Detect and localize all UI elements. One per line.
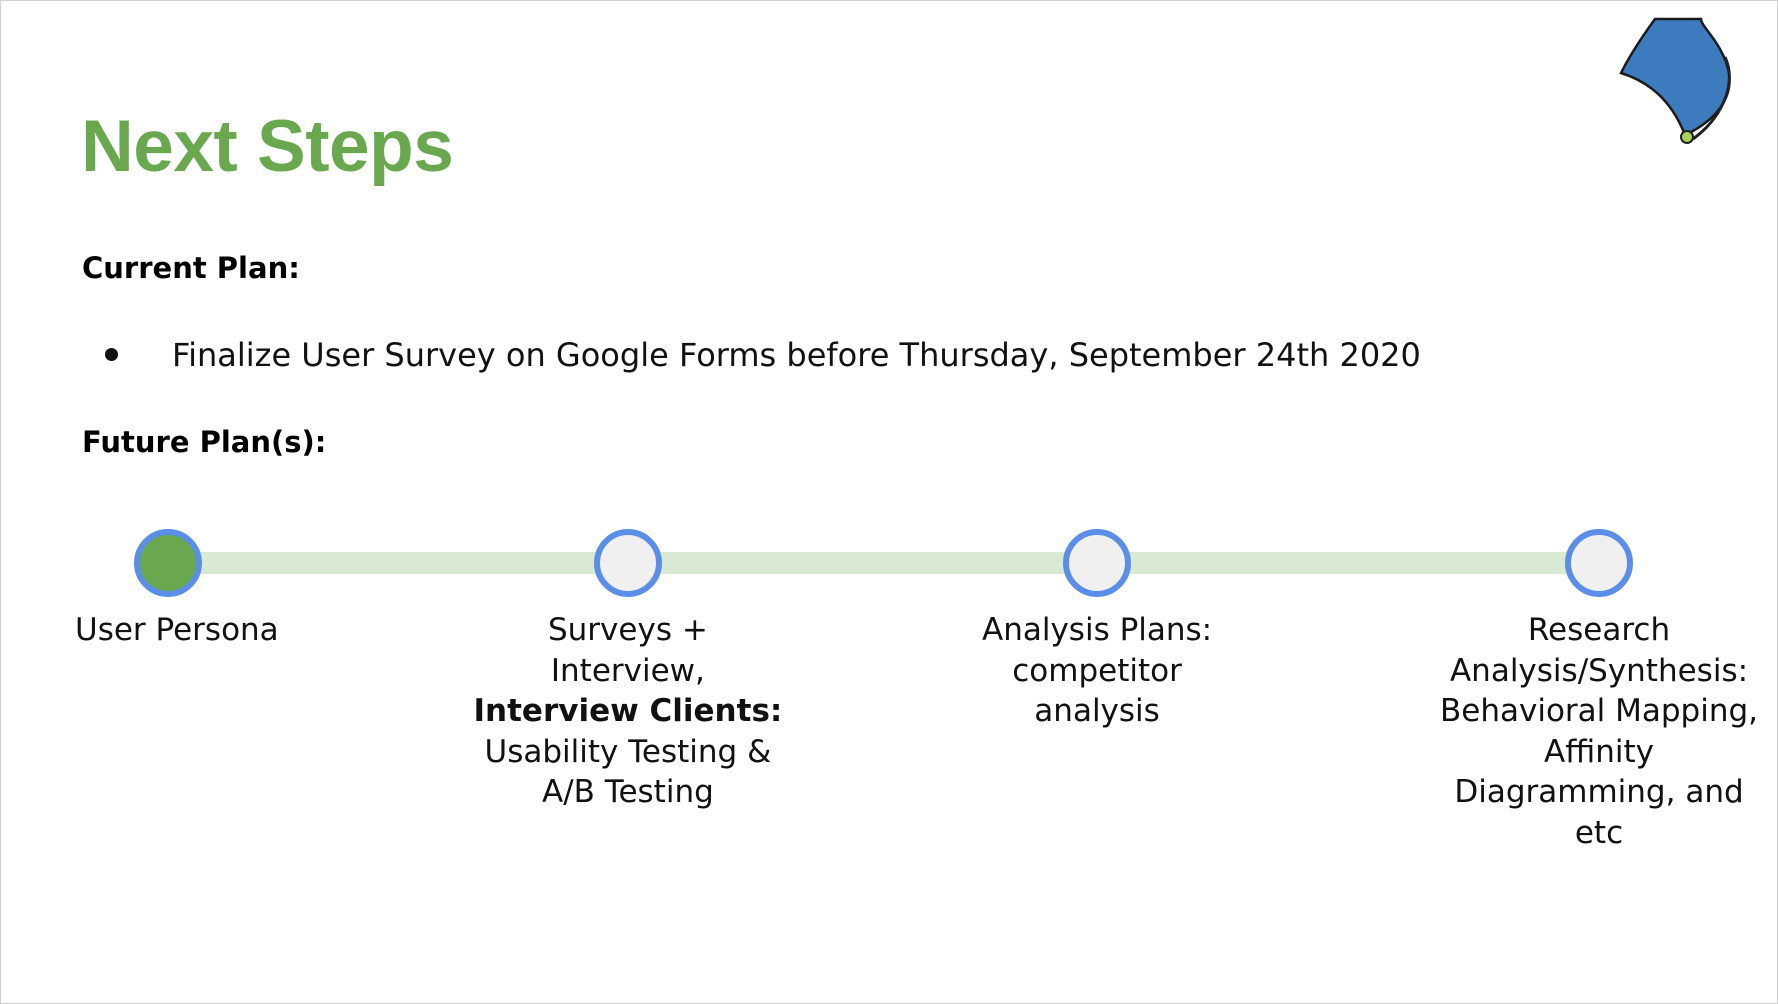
- timeline-label-line: Diagramming, and: [1454, 774, 1744, 810]
- bullet-text: Finalize User Survey on Google Forms bef…: [172, 336, 1421, 374]
- timeline-label-line: User Persona: [75, 612, 279, 648]
- timeline-label-line: analysis: [1034, 693, 1160, 729]
- timeline-label-line: Usability Testing &: [484, 733, 772, 770]
- timeline-label-line: competitor: [1012, 652, 1182, 689]
- timeline-label-3: Analysis Plans: competitor analysis: [982, 610, 1212, 732]
- current-plan-label: Current Plan:: [82, 251, 300, 285]
- timeline-label-line: etc: [1574, 814, 1624, 851]
- timeline-label-line: Research: [1527, 612, 1671, 648]
- timeline-node-2: [594, 529, 662, 597]
- current-plan-bullet-item: Finalize User Survey on Google Forms bef…: [105, 336, 1421, 374]
- timeline-node-4: [1565, 529, 1633, 597]
- future-plan-label: Future Plan(s):: [82, 425, 327, 459]
- leaf-pin-logo-icon: [1619, 17, 1731, 144]
- timeline-label-2: Surveys + Interview, Interview Clients: Usa…: [474, 610, 783, 813]
- timeline-label-line: Surveys +: [547, 612, 708, 648]
- timeline-label-line: Interview,: [550, 652, 705, 689]
- timeline-node-3: [1063, 529, 1131, 597]
- timeline-label-line: Behavioral Mapping,: [1440, 693, 1759, 729]
- timeline-node-1: [134, 529, 202, 597]
- timeline-label-line: Affinity: [1544, 733, 1654, 770]
- timeline-label-line: Interview Clients:: [473, 693, 783, 729]
- timeline-label-1: User Persona: [75, 610, 279, 651]
- slide-title: Next Steps: [81, 106, 454, 187]
- timeline-label-line: Analysis Plans:: [982, 612, 1213, 648]
- bullet-icon: [105, 347, 118, 361]
- timeline-track: [169, 552, 1601, 574]
- timeline-label-line: Analysis/Synthesis:: [1449, 652, 1749, 689]
- timeline-label-line: A/B Testing: [542, 774, 714, 810]
